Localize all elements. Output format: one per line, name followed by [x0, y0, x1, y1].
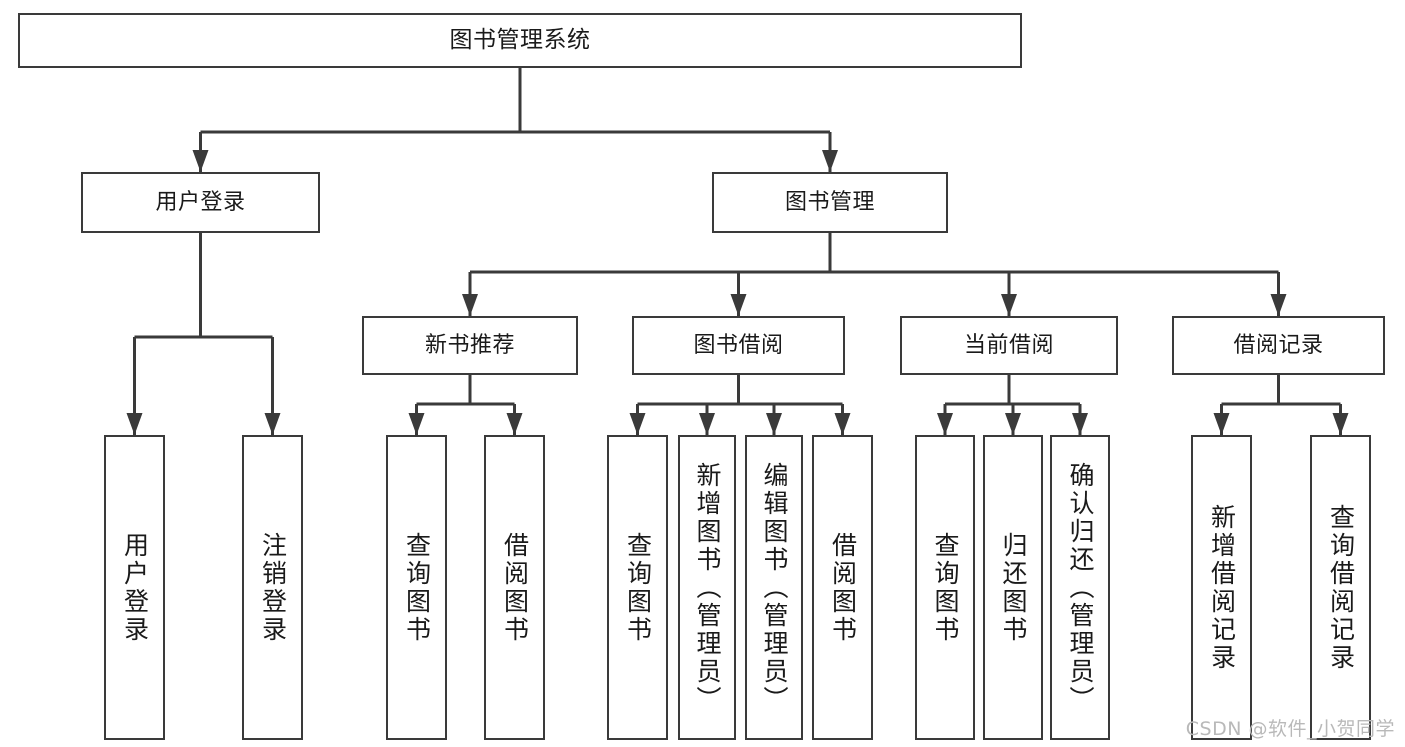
- leaf-add-borrow-record[interactable]: 新增借阅记录: [1191, 435, 1252, 740]
- node-borrow-record[interactable]: 借阅记录: [1172, 316, 1385, 375]
- node-book-borrow-label: 图书借阅: [693, 332, 784, 358]
- leaf-confirm-return-admin-label: 确认归还（管理员）: [1066, 461, 1095, 714]
- leaf-user-login[interactable]: 用户登录: [104, 435, 165, 740]
- leaf-query-book-borrow-label: 查询图书: [623, 531, 653, 644]
- node-book-management-label: 图书管理: [784, 189, 875, 215]
- leaf-borrow-book-recommend[interactable]: 借阅图书: [484, 435, 545, 740]
- node-root[interactable]: 图书管理系统: [18, 13, 1022, 68]
- leaf-user-login-label: 用户登录: [120, 531, 150, 644]
- leaf-edit-book-admin-label: 编辑图书（管理员）: [760, 461, 789, 714]
- leaf-borrow-book-recommend-label: 借阅图书: [500, 531, 530, 644]
- leaf-logout[interactable]: 注销登录: [242, 435, 303, 740]
- node-new-book-recommend[interactable]: 新书推荐: [362, 316, 578, 375]
- leaf-query-book-current[interactable]: 查询图书: [915, 435, 975, 740]
- node-user-login[interactable]: 用户登录: [81, 172, 320, 233]
- leaf-query-book-recommend[interactable]: 查询图书: [386, 435, 447, 740]
- leaf-query-borrow-record-label: 查询借阅记录: [1326, 503, 1356, 672]
- leaf-logout-label: 注销登录: [258, 531, 288, 644]
- node-book-borrow[interactable]: 图书借阅: [632, 316, 845, 375]
- node-book-management[interactable]: 图书管理: [712, 172, 948, 233]
- node-user-login-label: 用户登录: [155, 189, 246, 215]
- leaf-add-borrow-record-label: 新增借阅记录: [1207, 503, 1237, 672]
- node-new-book-recommend-label: 新书推荐: [424, 332, 515, 358]
- leaf-return-book-label: 归还图书: [999, 531, 1028, 644]
- leaf-query-book-borrow[interactable]: 查询图书: [607, 435, 668, 740]
- leaf-borrow-book[interactable]: 借阅图书: [812, 435, 873, 740]
- leaf-add-book-admin-label: 新增图书（管理员）: [693, 461, 722, 714]
- leaf-query-book-recommend-label: 查询图书: [402, 531, 432, 644]
- leaf-query-book-current-label: 查询图书: [931, 531, 960, 644]
- node-borrow-record-label: 借阅记录: [1233, 332, 1324, 358]
- node-current-borrow-label: 当前借阅: [963, 332, 1054, 358]
- node-current-borrow[interactable]: 当前借阅: [900, 316, 1118, 375]
- node-root-label: 图书管理系统: [449, 27, 591, 54]
- leaf-query-borrow-record[interactable]: 查询借阅记录: [1310, 435, 1371, 740]
- leaf-confirm-return-admin[interactable]: 确认归还（管理员）: [1050, 435, 1110, 740]
- leaf-edit-book-admin[interactable]: 编辑图书（管理员）: [745, 435, 803, 740]
- csdn-watermark: CSDN @软件_小贺同学: [1185, 718, 1395, 740]
- leaf-return-book[interactable]: 归还图书: [983, 435, 1043, 740]
- leaf-borrow-book-label: 借阅图书: [828, 531, 858, 644]
- leaf-add-book-admin[interactable]: 新增图书（管理员）: [678, 435, 736, 740]
